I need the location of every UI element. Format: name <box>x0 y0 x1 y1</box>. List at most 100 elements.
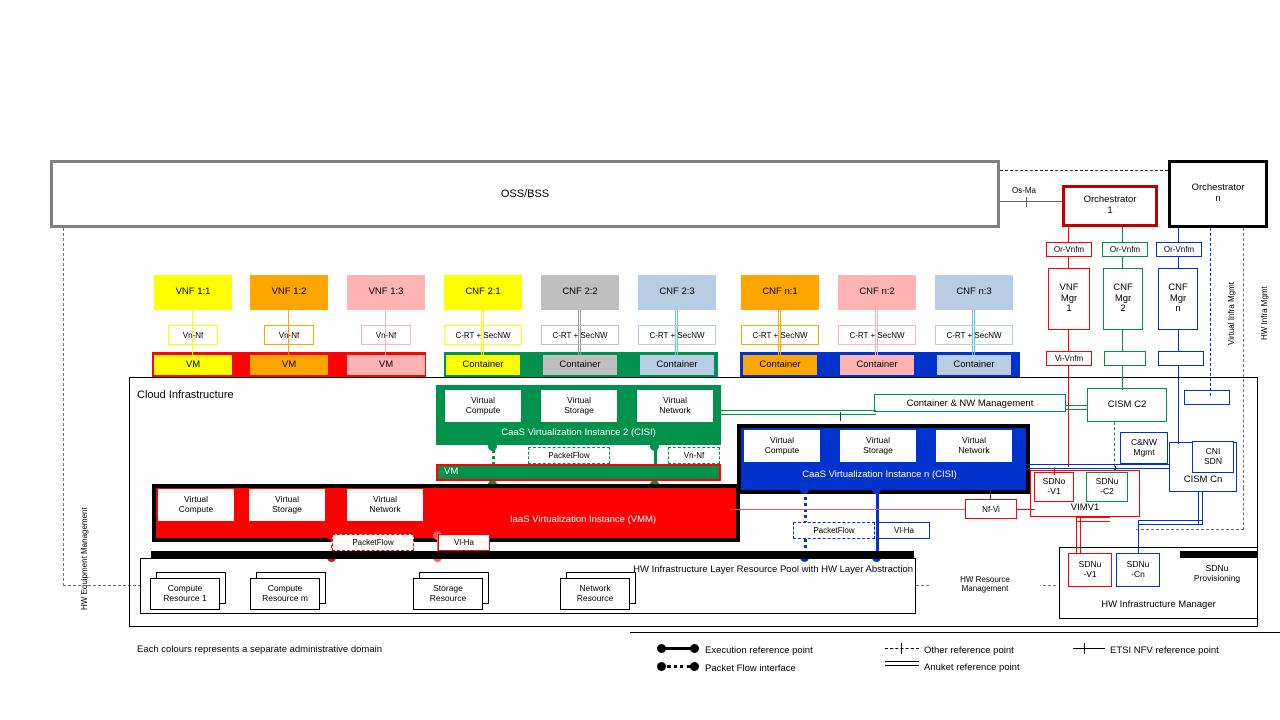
sdno-v1-box[interactable]: SDNo -V1 <box>1034 472 1074 502</box>
cisin-virtual-storage[interactable]: Virtual Storage <box>839 429 917 463</box>
sdnu-provisioning[interactable]: SDNu Provisioning <box>1193 563 1241 583</box>
legend-divider <box>630 632 1280 633</box>
cni-sdn-box[interactable]: CNI SDN <box>1192 441 1234 473</box>
vnf-1-3-vm-box[interactable]: VM <box>347 355 425 375</box>
cnf-2-1-stem <box>481 310 484 362</box>
virtual-infra-mgmt-lane <box>1210 228 1211 396</box>
cloud-infrastructure-box[interactable] <box>129 377 1258 627</box>
sdnu-c2-box[interactable]: SDNu -C2 <box>1086 472 1128 502</box>
cnf-n-1-box[interactable]: CNF n:1 <box>741 275 819 310</box>
anuket-green-tick <box>840 412 841 421</box>
cnf-n-3-container-box[interactable]: Container <box>937 355 1011 375</box>
vmm-virtual-network[interactable]: Virtual Network <box>346 488 424 522</box>
cisi2-virtual-storage[interactable]: Virtual Storage <box>540 389 618 423</box>
nf-vi-tick <box>990 491 991 500</box>
cnf-n-3-box[interactable]: CNF n:3 <box>935 275 1013 310</box>
vnf-1-2-box[interactable]: VNF 1:2 <box>250 275 328 310</box>
cnf-2-2-box[interactable]: CNF 2:2 <box>541 275 619 310</box>
cnf-2-1-crt-box[interactable]: C-RT + SecNW <box>444 325 522 345</box>
cnw-mgmt-box[interactable]: C&NW Mgmt <box>1120 432 1168 464</box>
cnf-mgr-n-box[interactable]: CNF Mgr n <box>1158 268 1198 330</box>
sdnu-v1-box[interactable]: SDNu -V1 <box>1068 553 1112 587</box>
cnf-2-2-container-box[interactable]: Container <box>543 355 617 375</box>
sdnu-cn-box[interactable]: SDNu -Cn <box>1116 553 1160 587</box>
cnf-2-2-crt-box[interactable]: C-RT + SecNW <box>541 325 619 345</box>
cisi2-vm-bar[interactable]: VM <box>436 464 721 481</box>
container-nw-management-box[interactable]: Container & NW Management <box>874 394 1066 412</box>
vnf-1-1-vn-nf-box[interactable]: Vn-Nf <box>168 325 218 345</box>
vmm-packetflow-dot-top <box>327 531 336 540</box>
vmm-virtual-compute[interactable]: Virtual Compute <box>157 488 235 522</box>
vnf-1-3-vn-nf-box[interactable]: Vn-Nf <box>361 325 411 345</box>
cnf-n-2-box[interactable]: CNF n:2 <box>838 275 916 310</box>
or-vnfm-blue-box[interactable]: Or-Vnfm <box>1156 242 1202 257</box>
orchestrator-n-box[interactable]: Orchestrator n <box>1168 160 1268 228</box>
cnf-n-1-crt-box[interactable]: C-RT + SecNW <box>741 325 819 345</box>
cisin-packetflow-box[interactable]: PacketFlow <box>793 522 875 539</box>
anuket-reference-point-label: Anuket reference point <box>924 662 1020 673</box>
cnf-2-3-box[interactable]: CNF 2:3 <box>638 275 716 310</box>
vnf-mgr-1-box[interactable]: VNF Mgr 1 <box>1048 268 1090 330</box>
vnf-1-3-box[interactable]: VNF 1:3 <box>347 275 425 310</box>
os-ma-label: Os-Ma <box>1004 185 1044 197</box>
or-vnfm-red-box[interactable]: Or-Vnfm <box>1046 242 1092 257</box>
cisin-vi-ha-box[interactable]: Vl-Ha <box>878 522 930 539</box>
cisi2-label: CaaS Virtualization Instance 2 (CISI) <box>501 426 656 438</box>
virtual-infra-mgmt-label: Virtual Infra Mgmt <box>1227 282 1236 345</box>
cismcn-to-hwim-blue-h <box>1138 520 1203 525</box>
storage-resource[interactable]: Storage Resource <box>413 578 483 610</box>
vnf-1-2-stem <box>288 310 289 362</box>
hw-infra-mgmt-lane <box>1243 228 1244 488</box>
cnf-n-1-container-box[interactable]: Container <box>743 355 817 375</box>
vi-vnfm-red-box[interactable]: Vi-Vnfm <box>1046 351 1092 366</box>
cisin-virtual-compute[interactable]: Virtual Compute <box>743 429 821 463</box>
vmm-packetflow-box[interactable]: PacketFlow <box>332 534 414 551</box>
cisi2-vn-nf-box[interactable]: Vn-Nf <box>668 447 720 464</box>
cnf-n-3-crt-box[interactable]: C-RT + SecNW <box>935 325 1013 345</box>
cisin-virtual-network[interactable]: Virtual Network <box>935 429 1013 463</box>
nf-vi-line-right <box>1017 509 1035 510</box>
cnf-n-2-stem <box>875 310 878 362</box>
vi-vnfm-blue-box[interactable] <box>1158 351 1204 366</box>
cisi2-virtual-compute[interactable]: Virtual Compute <box>444 389 522 423</box>
oss-bss-label: OSS/BSS <box>500 187 550 200</box>
anuket-blue-line <box>1022 464 1170 469</box>
nf-vi-box[interactable]: Nf-Vi <box>965 499 1017 519</box>
or-vnfm-green-box[interactable]: Or-Vnfm <box>1102 242 1148 257</box>
vi-vnfm-blue-box-2[interactable] <box>1184 390 1230 405</box>
cisi2-packetflow-box[interactable]: PacketFlow <box>528 447 610 464</box>
compute-resource-1[interactable]: Compute Resource 1 <box>150 578 220 610</box>
nf-vi-line-left <box>730 509 965 510</box>
cnf-n-2-crt-box[interactable]: C-RT + SecNW <box>838 325 916 345</box>
vimv1-to-hwim-red <box>1076 517 1081 553</box>
hw-pool-box[interactable] <box>140 558 916 614</box>
network-resource[interactable]: Network Resource <box>560 578 630 610</box>
vnf-1-1-stem <box>192 310 193 362</box>
vnf-1-2-vn-nf-box[interactable]: Vn-Nf <box>264 325 314 345</box>
cnf-2-1-box[interactable]: CNF 2:1 <box>444 275 522 310</box>
cism-c2-box[interactable]: CISM C2 <box>1087 388 1167 422</box>
cnf-2-2-stem <box>578 310 581 362</box>
vnf-1-1-vm-box[interactable]: VM <box>154 355 232 375</box>
vnf-1-2-vm-box[interactable]: VM <box>250 355 328 375</box>
vi-vnfm-green-box[interactable] <box>1104 351 1146 366</box>
packet-flow-interface-icon <box>657 661 699 671</box>
etsi-nfv-reference-point-label: ETSI NFV reference point <box>1110 645 1219 656</box>
cnf-n-2-container-box[interactable]: Container <box>840 355 914 375</box>
vmm-virtual-storage[interactable]: Virtual Storage <box>248 488 326 522</box>
cnf-mgr-2-box[interactable]: CNF Mgr 2 <box>1103 268 1143 330</box>
orchestrator-1-box[interactable]: Orchestrator 1 <box>1062 185 1158 227</box>
cnf-2-3-crt-box[interactable]: C-RT + SecNW <box>638 325 716 345</box>
vmm-vi-ha-box[interactable]: Vl-Ha <box>438 534 490 551</box>
compute-resource-m[interactable]: Compute Resource m <box>250 578 320 610</box>
oss-bss-box[interactable]: OSS/BSS <box>50 160 1000 228</box>
hw-infra-mgmt-elbow <box>1136 529 1244 530</box>
hw-equipment-management-label: HW Equipment Management <box>80 507 89 610</box>
hw-equipment-management-lane <box>63 228 64 586</box>
anuket-reference-point-icon <box>885 660 919 668</box>
vim-v1-label: VIMV1 <box>1070 501 1100 513</box>
cnf-2-3-container-box[interactable]: Container <box>640 355 714 375</box>
vnf-1-1-box[interactable]: VNF 1:1 <box>154 275 232 310</box>
cnf-2-1-container-box[interactable]: Container <box>446 355 520 375</box>
cisi2-virtual-network[interactable]: Virtual Network <box>636 389 714 423</box>
